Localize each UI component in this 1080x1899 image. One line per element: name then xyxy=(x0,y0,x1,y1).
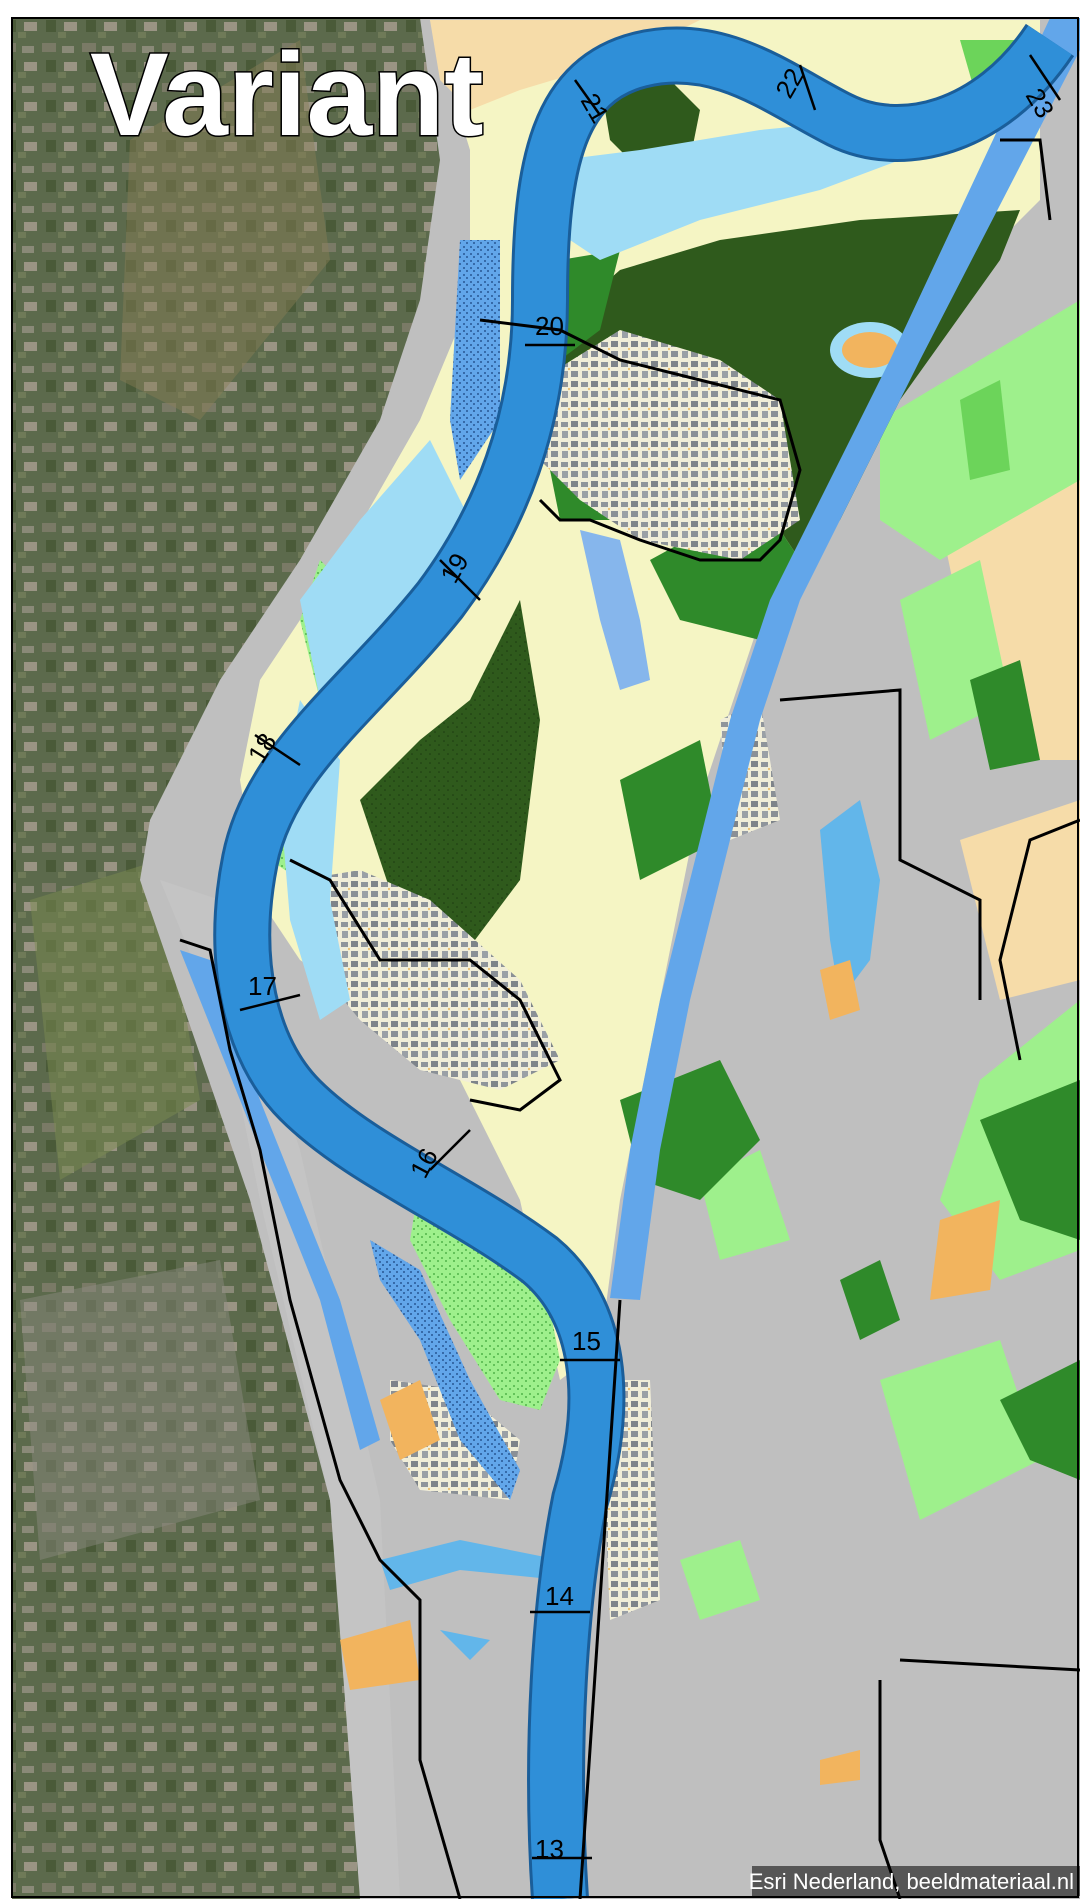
boundary-line xyxy=(179,938,462,1899)
km-marker-20: 20 xyxy=(535,311,564,341)
floodplain-meadow xyxy=(410,1180,560,1410)
boundary-line xyxy=(1000,138,1052,221)
km-tick xyxy=(1028,54,1062,101)
meadow-light xyxy=(680,1540,760,1620)
map-frame xyxy=(11,17,1079,1898)
km-marker-17: 17 xyxy=(248,971,277,1001)
km-ticks xyxy=(239,54,1062,1860)
km-tick xyxy=(573,79,602,116)
agriculture-area xyxy=(940,480,1080,760)
aerial-field xyxy=(120,40,330,420)
sports-field xyxy=(842,332,898,368)
harbour-basin xyxy=(820,800,880,1000)
river-main xyxy=(216,25,1072,1899)
canal-east xyxy=(610,18,1080,1300)
forest-dark xyxy=(540,210,1020,560)
meadow xyxy=(960,380,1010,480)
canal-west xyxy=(180,950,380,1450)
pond xyxy=(580,530,650,690)
aerial-field xyxy=(30,860,200,1180)
km-tick xyxy=(798,64,817,111)
boundary-line xyxy=(479,318,802,562)
km-tick xyxy=(439,559,481,601)
attribution-text: Esri Nederland, beeldmateriaal.nl xyxy=(749,1869,1074,1894)
km-marker-14: 14 xyxy=(545,1581,574,1611)
forest xyxy=(840,1260,900,1340)
km-marker-13: 13 xyxy=(535,1834,564,1864)
boundary-line xyxy=(779,688,982,1000)
meadow-light xyxy=(880,1340,1040,1520)
boundary-line xyxy=(289,858,562,1112)
attribution-background xyxy=(752,1866,1080,1896)
town-central xyxy=(300,870,560,1090)
sand-patch xyxy=(820,1750,860,1785)
sand-patch xyxy=(380,1380,440,1460)
aerial-town xyxy=(20,1260,260,1560)
sand-patch xyxy=(820,960,860,1020)
km-tick xyxy=(429,1129,471,1171)
km-tick xyxy=(239,993,301,1012)
agriculture-area xyxy=(960,800,1080,1000)
side-channel xyxy=(370,1240,520,1500)
boundary-line xyxy=(578,1299,622,1899)
forest-dark xyxy=(360,600,540,960)
forest xyxy=(620,740,720,880)
sand-patch xyxy=(340,1620,420,1690)
sand-patch xyxy=(930,1200,1000,1300)
forest xyxy=(1000,1360,1080,1480)
floodplain-water-west xyxy=(300,440,470,700)
boundary-line xyxy=(899,1658,1080,1672)
canal-south xyxy=(380,1540,560,1590)
forest-patch xyxy=(970,660,1040,770)
pond-north xyxy=(450,240,500,480)
km-tick xyxy=(254,733,301,767)
floodplain-water-north xyxy=(560,120,900,260)
boundary-line xyxy=(998,818,1080,1061)
forest xyxy=(980,1080,1080,1240)
pond-small xyxy=(440,1630,490,1660)
map-title: Variant xyxy=(90,29,484,161)
km-marker-15: 15 xyxy=(572,1326,601,1356)
